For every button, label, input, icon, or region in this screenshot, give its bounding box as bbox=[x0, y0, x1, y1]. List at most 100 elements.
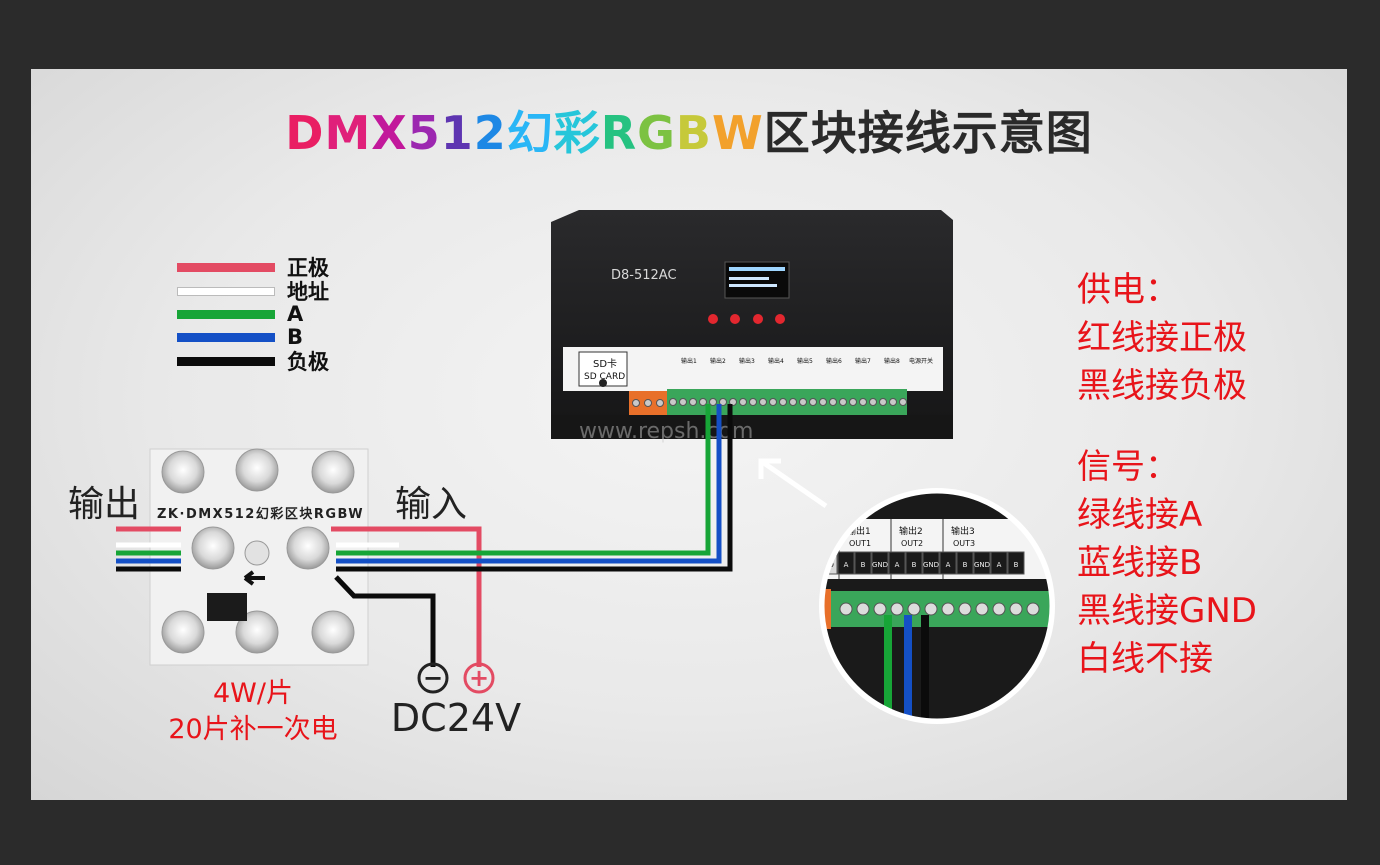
power-caption-line: 4W/片 bbox=[213, 678, 293, 709]
led-bead bbox=[191, 526, 235, 570]
title-segment: 区块接线示意图 bbox=[763, 106, 1093, 160]
power-switch-label: 电源开关 bbox=[909, 357, 933, 365]
controller-port-label: 输出5 bbox=[797, 357, 813, 365]
controller-port-label: 输出2 bbox=[710, 357, 726, 365]
zoom-pin-label: A bbox=[997, 561, 1002, 569]
terminal-screw bbox=[829, 398, 837, 406]
terminal-screw bbox=[899, 398, 907, 406]
sd-card-label: SD卡 bbox=[593, 357, 617, 370]
terminal-screw bbox=[779, 398, 787, 406]
zoom-pin-cell bbox=[854, 551, 872, 575]
controller-port-label: 输出8 bbox=[884, 357, 900, 365]
down-button[interactable] bbox=[753, 314, 763, 324]
return-button[interactable] bbox=[775, 314, 785, 324]
zoom-terminal-screw bbox=[907, 602, 921, 616]
controller-port-label: 输出1 bbox=[681, 357, 697, 365]
menu-button[interactable] bbox=[708, 314, 718, 324]
zoom-terminal-screw bbox=[992, 602, 1006, 616]
terminal-screw bbox=[719, 398, 727, 406]
terminal-screw bbox=[789, 398, 797, 406]
zoom-pin-cell bbox=[990, 551, 1008, 575]
led-bead bbox=[161, 610, 205, 654]
led-bead bbox=[311, 610, 355, 654]
zoom-terminal-screw bbox=[839, 602, 853, 616]
legend-item-positive: 正极 bbox=[177, 256, 329, 280]
input-wires bbox=[331, 404, 733, 667]
terminal-screw bbox=[689, 398, 697, 406]
legend-item-a: A bbox=[177, 302, 303, 326]
minus-symbol: − bbox=[423, 664, 443, 692]
zoom-pin-cell bbox=[871, 551, 889, 575]
title-segment: 幻 bbox=[506, 106, 554, 160]
zoom-pin-cell bbox=[939, 551, 957, 575]
dc-power-input: − + DC24V bbox=[391, 662, 521, 740]
legend-swatch-black bbox=[177, 356, 275, 366]
terminal-screw bbox=[839, 398, 847, 406]
led-module-board: ZK·DMX512幻彩区块RGBW bbox=[149, 448, 369, 666]
led-bead bbox=[235, 610, 279, 654]
plus-symbol: + bbox=[469, 664, 489, 692]
controller-model: D8-512AC bbox=[611, 268, 677, 283]
terminal-screw bbox=[809, 398, 817, 406]
zoom-header-cn: 输出2 bbox=[899, 525, 923, 537]
title-segment: G bbox=[637, 106, 676, 160]
legend-label: 地址 bbox=[287, 280, 329, 304]
terminal-screws bbox=[632, 398, 907, 407]
oled-line bbox=[729, 284, 777, 287]
signal-note-line: 绿线接A bbox=[1077, 495, 1203, 535]
zoom-pin-cell bbox=[973, 551, 991, 575]
zoom-terminal-screw bbox=[924, 602, 938, 616]
zoom-terminal-screw bbox=[958, 602, 972, 616]
zoom-terminal-screw bbox=[975, 602, 989, 616]
controller-port-label: 输出6 bbox=[826, 357, 842, 365]
controller-port-label: 输出7 bbox=[855, 357, 871, 365]
negative-terminal-icon bbox=[417, 662, 449, 694]
zoom-terminal-screw bbox=[1026, 602, 1040, 616]
zoom-pin-label: A bbox=[844, 561, 849, 569]
zoom-terminal-screw bbox=[803, 603, 815, 615]
legend-item-b: B bbox=[177, 325, 304, 349]
signal-notes: 信号： 绿线接A 蓝线接B 黑线接GND 白线不接 bbox=[1077, 443, 1257, 683]
terminal-screw bbox=[859, 398, 867, 406]
zoom-terminal-screw bbox=[873, 602, 887, 616]
zoom-pin-label: GND bbox=[974, 561, 990, 569]
zoom-header-cn: 输出3 bbox=[951, 525, 975, 537]
terminal-screw bbox=[632, 399, 640, 407]
led-bead bbox=[286, 526, 330, 570]
output-wires bbox=[116, 526, 181, 572]
zoom-header-en: OUT1 bbox=[849, 539, 871, 548]
zoom-pin-label: B bbox=[861, 561, 866, 569]
legend-swatch-red bbox=[177, 262, 275, 272]
title-segment: M bbox=[324, 106, 372, 160]
terminal-screw bbox=[739, 398, 747, 406]
power-notes: 供电： 红线接正极 黑线接负极 bbox=[1077, 266, 1247, 410]
legend-label: B bbox=[287, 325, 304, 349]
controller-port-label: 输出4 bbox=[768, 357, 784, 365]
terminal-screw bbox=[749, 398, 757, 406]
terminal-screw bbox=[879, 398, 887, 406]
controller-port-label: 输出3 bbox=[739, 357, 755, 365]
zoom-pointer-arrow bbox=[758, 458, 828, 509]
power-notes-title: 供电： bbox=[1077, 270, 1179, 310]
up-button[interactable] bbox=[730, 314, 740, 324]
zoom-pin-label: GND bbox=[923, 561, 939, 569]
driver-chip bbox=[207, 593, 247, 621]
terminal-screw bbox=[769, 398, 777, 406]
terminal-screw bbox=[819, 398, 827, 406]
mounting-hole bbox=[244, 540, 270, 566]
oled-line bbox=[729, 267, 785, 271]
terminal-screw bbox=[709, 398, 717, 406]
zoom-pin-label: B bbox=[963, 561, 968, 569]
zoom-terminal-screw bbox=[890, 602, 904, 616]
terminal-screw bbox=[849, 398, 857, 406]
legend-label: 正极 bbox=[287, 256, 329, 280]
power-note-line: 红线接正极 bbox=[1077, 318, 1247, 358]
signal-note-line: 白线不接 bbox=[1077, 639, 1213, 679]
legend-label: 负极 bbox=[287, 350, 329, 374]
title-segment: W bbox=[711, 106, 764, 160]
zoom-pin-label: GND bbox=[872, 561, 888, 569]
title-segment: 2 bbox=[473, 106, 507, 160]
